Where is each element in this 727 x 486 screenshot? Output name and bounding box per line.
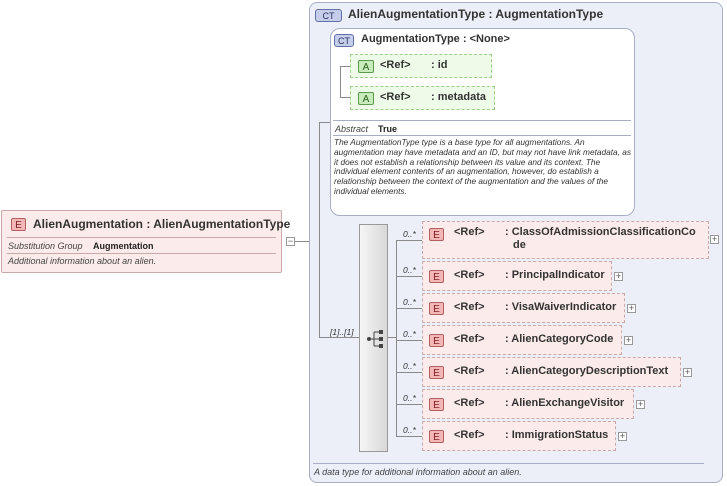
connector — [319, 122, 331, 123]
connector — [396, 372, 422, 373]
child-ref: <Ref> — [454, 301, 485, 313]
child-cardinality: 0..* — [403, 297, 416, 307]
connector — [319, 337, 359, 338]
child-name: : AlienCategoryDescriptionText — [505, 365, 669, 377]
expand-toggle[interactable]: + — [627, 303, 636, 313]
attribute-metadata[interactable]: A <Ref> : metadata — [350, 86, 495, 110]
attribute-name: : id — [431, 59, 448, 71]
expand-toggle[interactable]: + — [618, 431, 627, 441]
child-name: : ClassOfAdmissionClassificationCo — [505, 226, 696, 238]
abstract-value: True — [378, 124, 398, 134]
divider — [313, 463, 704, 464]
child-visa-waiver-indicator[interactable]: E <Ref> : VisaWaiverIndicator — [422, 293, 625, 323]
child-badge: E — [429, 228, 444, 241]
child-name: : AlienCategoryCode — [505, 333, 614, 345]
complex-type-badge: CT — [315, 9, 342, 22]
child-alien-category-code[interactable]: E <Ref> : AlienCategoryCode — [422, 325, 622, 355]
attribute-badge: A — [358, 92, 374, 105]
child-alien-category-description-text[interactable]: E <Ref> : AlienCategoryDescriptionText — [422, 357, 681, 387]
divider — [333, 135, 631, 136]
connector — [396, 308, 422, 309]
complex-type-description: A data type for additional information a… — [314, 467, 522, 477]
attribute-ref: <Ref> — [380, 91, 411, 103]
child-alien-exchange-visitor[interactable]: E <Ref> : AlienExchangeVisitor — [422, 389, 634, 419]
expand-toggle[interactable]: + — [683, 367, 692, 377]
child-name-continued: de — [513, 239, 526, 251]
connector — [396, 240, 422, 241]
child-name: : ImmigrationStatus — [505, 429, 609, 441]
child-badge: E — [429, 398, 444, 411]
attribute-id[interactable]: A <Ref> : id — [350, 54, 492, 78]
sequence-icon — [367, 330, 383, 348]
child-principal-indicator[interactable]: E <Ref> : PrincipalIndicator — [422, 261, 612, 291]
child-cardinality: 0..* — [403, 329, 416, 339]
base-type-documentation: The AugmentationType type is a base type… — [334, 137, 632, 196]
child-cardinality: 0..* — [403, 265, 416, 275]
child-name: : AlienExchangeVisitor — [505, 397, 625, 409]
element-description: Additional information about an alien. — [8, 256, 157, 266]
divider — [7, 253, 276, 254]
child-ref: <Ref> — [454, 333, 485, 345]
expand-toggle[interactable]: + — [710, 234, 719, 244]
divider — [333, 120, 631, 121]
attribute-badge: A — [358, 60, 374, 73]
expand-toggle[interactable]: + — [636, 399, 645, 409]
connector — [396, 276, 422, 277]
connector — [340, 66, 341, 97]
child-immigration-status[interactable]: E <Ref> : ImmigrationStatus — [422, 421, 616, 451]
child-ref: <Ref> — [454, 397, 485, 409]
sequence-cardinality: [1]..[1] — [330, 327, 354, 337]
child-class-of-admission[interactable]: E <Ref> : ClassOfAdmissionClassification… — [422, 221, 709, 259]
abstract-label: Abstract — [335, 124, 369, 134]
child-badge: E — [429, 302, 444, 315]
child-name: : PrincipalIndicator — [505, 269, 605, 281]
child-badge: E — [429, 366, 444, 379]
child-badge: E — [429, 430, 444, 443]
child-name: : VisaWaiverIndicator — [505, 301, 617, 313]
connector — [396, 340, 422, 341]
child-ref: <Ref> — [454, 269, 485, 281]
child-badge: E — [429, 270, 444, 283]
child-ref: <Ref> — [454, 226, 485, 238]
base-type-title: AugmentationType : <None> — [361, 33, 510, 45]
child-cardinality: 0..* — [403, 425, 416, 435]
child-ref: <Ref> — [454, 365, 485, 377]
sequence-compositor[interactable] — [359, 224, 388, 452]
connector — [396, 240, 397, 437]
child-badge: E — [429, 334, 444, 347]
substitution-group-label: Substitution Group — [8, 241, 83, 251]
collapse-toggle[interactable]: − — [286, 236, 295, 246]
connector — [319, 122, 320, 338]
expand-toggle[interactable]: + — [614, 271, 623, 281]
connector — [340, 97, 350, 98]
child-ref: <Ref> — [454, 429, 485, 441]
substitution-group-value: Augmentation — [93, 241, 154, 251]
element-alien-augmentation[interactable]: E AlienAugmentation : AlienAugmentationT… — [1, 210, 290, 273]
connector — [295, 241, 319, 242]
complex-type-title: AlienAugmentationType : AugmentationType — [348, 7, 604, 21]
element-badge: E — [11, 218, 26, 231]
connector — [396, 404, 422, 405]
element-title: AlienAugmentation : AlienAugmentationTyp… — [33, 217, 291, 231]
divider — [7, 237, 276, 238]
connector — [388, 337, 396, 338]
connector — [396, 436, 422, 437]
expand-toggle[interactable]: + — [624, 335, 633, 345]
base-type-badge: CT — [334, 34, 354, 47]
child-cardinality: 0..* — [403, 361, 416, 371]
child-cardinality: 0..* — [403, 229, 416, 239]
connector — [340, 66, 350, 67]
child-cardinality: 0..* — [403, 393, 416, 403]
attribute-name: : metadata — [431, 91, 487, 103]
attribute-ref: <Ref> — [380, 59, 411, 71]
